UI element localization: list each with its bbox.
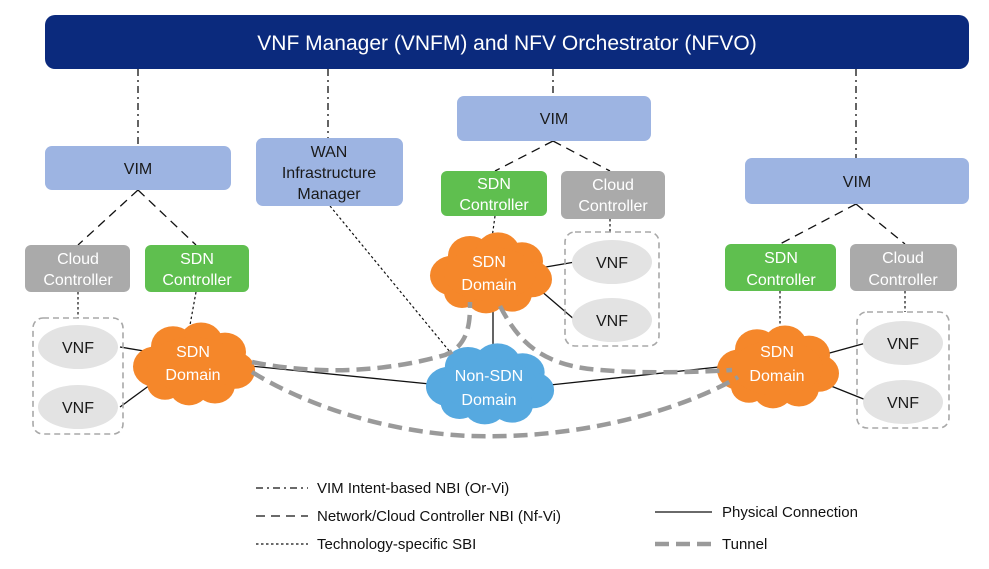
orchestrator-header <box>45 15 969 69</box>
cloud-controller-left-label-1: Cloud <box>57 251 99 268</box>
sdn-domain-mid-label-1: SDN <box>472 254 506 271</box>
tunnel-left-to-mid <box>251 301 473 373</box>
vim-mid <box>457 96 651 141</box>
phys-mid-domain-vnf-bottom <box>539 289 576 321</box>
sdn-controller-left-label-1: SDN <box>180 251 214 268</box>
tunnel-mid-to-right <box>497 304 733 375</box>
sdn-controller-right-label-2: Controller <box>746 272 816 289</box>
vnf-mid-bottom <box>572 298 652 342</box>
cloud-controller-left-label-2: Controller <box>43 272 113 289</box>
nf-vi-left-cloud <box>77 189 139 246</box>
legend-solid-label: Physical Connection <box>722 504 858 521</box>
sdn-domain-left-cloud <box>133 322 255 406</box>
vnf-mid-bottom-label: VNF <box>596 313 628 330</box>
sdn-controller-right-label-1: SDN <box>764 250 798 267</box>
wan-manager-label-1: WAN <box>311 144 348 161</box>
vim-right <box>745 158 969 204</box>
nf-vi-right-sdn <box>779 203 857 245</box>
phys-nonsdn-to-right <box>549 365 729 386</box>
vnf-left-top <box>38 325 118 369</box>
vim-left-label: VIM <box>124 161 152 178</box>
tunnel-left-to-right <box>250 370 740 439</box>
sdn-controller-mid-label-2: Controller <box>459 197 529 214</box>
cloud-controller-right-label-2: Controller <box>868 272 938 289</box>
vnf-left-bottom-label: VNF <box>62 400 94 417</box>
phys-right-domain-vnf-top <box>825 342 867 355</box>
nf-vi-left-sdn <box>137 189 197 246</box>
vnf-group-mid <box>564 231 660 347</box>
cloud-controller-left <box>25 245 130 292</box>
wan-manager-label-3: Manager <box>297 186 361 203</box>
phys-left-domain-vnf-bottom <box>119 384 151 408</box>
nf-vi-mid-sdn <box>494 140 554 172</box>
cloud-controller-mid <box>561 171 665 219</box>
sdn-controller-mid-label-1: SDN <box>477 176 511 193</box>
vim-mid-label: VIM <box>540 111 568 128</box>
sdn-domain-right-label-2: Domain <box>749 368 804 385</box>
sdn-domain-left-label-1: SDN <box>176 344 210 361</box>
vnf-mid-top-label: VNF <box>596 255 628 272</box>
vnf-right-bottom-label: VNF <box>887 395 919 412</box>
vnf-mid-top <box>572 240 652 284</box>
orchestrator-title: VNF Manager (VNFM) and NFV Orchestrator … <box>257 32 756 55</box>
non-sdn-domain-label-1: Non-SDN <box>455 368 523 385</box>
legend-dash-label: Network/Cloud Controller NBI (Nf-Vi) <box>317 508 561 525</box>
sdn-domain-mid-label-2: Domain <box>461 277 516 294</box>
sbi-left-sdn-to-domain <box>189 291 197 326</box>
vim-left <box>45 146 231 190</box>
sbi-mid-sdn-to-domain <box>491 215 496 239</box>
vnf-right-top-label: VNF <box>887 336 919 353</box>
legend-tunnel-label: Tunnel <box>722 536 767 553</box>
vnf-right-bottom <box>863 380 943 424</box>
phys-left-to-nonsdn <box>239 364 441 386</box>
vnf-group-left <box>32 317 124 435</box>
vnf-left-top-label: VNF <box>62 340 94 357</box>
legend: VIM Intent-based NBI (Or-Vi) Network/Clo… <box>256 480 858 553</box>
wan-infrastructure-manager <box>256 138 403 206</box>
nf-vi-right-cloud <box>855 203 906 245</box>
vnf-group-right <box>856 311 950 429</box>
vim-right-label: VIM <box>843 174 871 191</box>
sdn-domain-right-label-1: SDN <box>760 344 794 361</box>
sdn-domain-left-label-2: Domain <box>165 367 220 384</box>
legend-dashdot-label: VIM Intent-based NBI (Or-Vi) <box>317 480 509 497</box>
sdn-controller-left-label-2: Controller <box>162 272 232 289</box>
sdn-controller-right <box>725 244 836 291</box>
nf-vi-mid-cloud <box>552 140 611 172</box>
sdn-controller-left <box>145 245 249 292</box>
cloud-controller-right-label-1: Cloud <box>882 250 924 267</box>
sdn-controller-mid <box>441 171 547 216</box>
cloud-controller-mid-label-2: Controller <box>578 198 648 215</box>
vnf-right-top <box>863 321 943 365</box>
vnf-left-bottom <box>38 385 118 429</box>
cloud-controller-mid-label-1: Cloud <box>592 177 634 194</box>
legend-dotted-label: Technology-specific SBI <box>317 536 476 553</box>
cloud-controller-right <box>850 244 957 291</box>
sdn-domain-mid-cloud <box>430 232 552 314</box>
non-sdn-domain-label-2: Domain <box>461 392 516 409</box>
wan-manager-label-2: Infrastructure <box>282 165 376 182</box>
sdn-domain-right-cloud <box>717 325 839 409</box>
